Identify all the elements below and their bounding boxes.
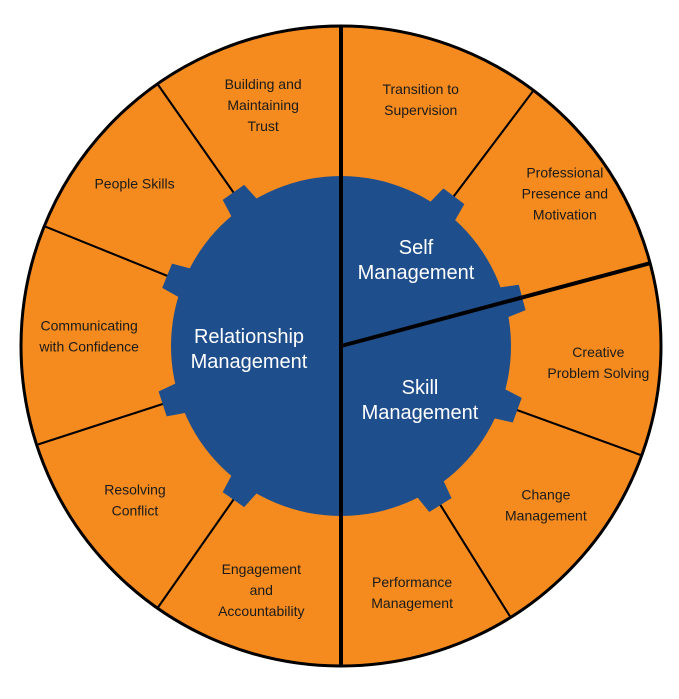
segment-label-building-trust-line: Trust — [247, 118, 278, 134]
segment-label-professional-presence-line: Presence and — [522, 186, 608, 202]
hub-label-relationship-line: Management — [191, 351, 308, 373]
segment-label-transition-to-supervision-line: Supervision — [384, 102, 457, 118]
hub-label-skill-line: Skill — [402, 377, 439, 399]
hub-tooth — [222, 184, 260, 220]
hub-label-self-line: Management — [358, 262, 475, 284]
segment-label-communicating-confidence: Communicating with Confidence — [38, 317, 139, 354]
segment-label-building-trust-line: Maintaining — [227, 97, 299, 113]
segment-label-people-skills: People Skills — [94, 175, 174, 191]
hub-tooth — [427, 188, 465, 224]
segment-label-people-skills-line: People Skills — [94, 175, 174, 191]
segment-label-engagement-accountability-line: Accountability — [218, 603, 304, 619]
divider-layer — [339, 26, 651, 666]
segment-label-professional-presence-line: Professional — [526, 165, 603, 181]
segment-label-engagement-accountability-line: Engagement — [222, 561, 302, 577]
hub-label-relationship-line: Relationship — [194, 326, 304, 348]
segment-label-communicating-confidence-line: Communicating — [41, 317, 138, 333]
segment-label-creative-problem-solving-line: Creative — [572, 344, 624, 360]
segment-label-resolving-conflict-line: Conflict — [112, 502, 159, 518]
segment-label-transition-to-supervision: Transition to Supervision — [382, 81, 459, 118]
hub-tooth — [222, 472, 260, 508]
hub-label-self-line: Self — [399, 237, 434, 259]
hub-tooth — [162, 263, 194, 299]
segment-label-building-trust-line: Building and — [225, 76, 302, 92]
self-skill-divider — [340, 261, 651, 348]
segment-label-performance-management-line: Performance — [372, 574, 452, 590]
segment-label-change-management-line: Change — [521, 486, 570, 502]
segment-label-change-management-line: Management — [505, 507, 587, 523]
segment-label-performance-management-line: Management — [371, 595, 453, 611]
segment-label-engagement-accountability-line: and — [250, 582, 273, 598]
segment-label-transition-to-supervision-line: Transition to — [382, 81, 459, 97]
segment-label-professional-presence-line: Motivation — [533, 207, 597, 223]
segment-label-creative-problem-solving-line: Problem Solving — [547, 365, 649, 381]
segment-label-resolving-conflict-line: Resolving — [104, 481, 165, 497]
hub-label-skill-line: Management — [362, 402, 479, 424]
hub-tooth — [415, 477, 452, 512]
segment-label-communicating-confidence-line: with Confidence — [38, 338, 139, 354]
